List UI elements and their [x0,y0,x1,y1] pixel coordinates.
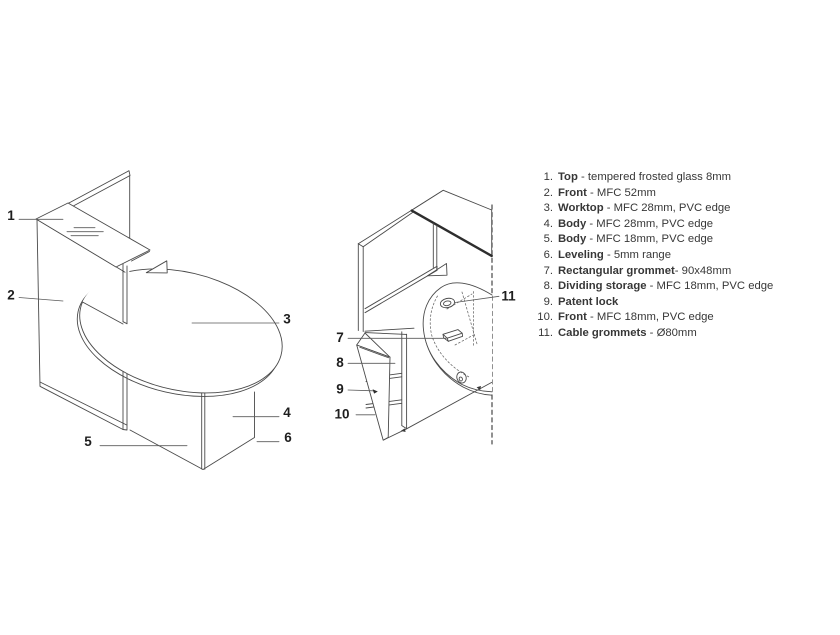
legend-item-desc: - MFC 18mm, PVC edge [646,280,774,293]
legend-item-number: 1. [543,171,553,183]
corner-mark-icon [476,386,481,391]
legend-item: 6. Leveling - 5mm range [527,248,827,264]
legend-item-number: 6. [543,248,553,261]
legend-item-desc: - MFC 28mm, PVC edge [586,217,714,230]
callout-10: 10 [334,406,349,421]
legend-item-desc: - Ø80mm [646,326,697,339]
glass-hatch-icon [66,227,104,237]
legend-item-name: Front [558,186,587,199]
legend-item-desc: - MFC 28mm, PVC edge [603,202,731,215]
legend-item-name: Patent lock [558,295,619,308]
legend-item-name: Body [558,233,587,246]
callout-9: 9 [336,382,344,397]
callout-6: 6 [284,430,292,445]
callout-2: 2 [7,288,15,303]
callout-11: 11 [501,289,516,304]
glass-edge-thick-line [410,209,493,258]
callout-1: 1 [7,208,15,223]
legend-item-name: Body [558,217,587,230]
legend-item-number: 4. [543,217,553,230]
legend-item: 11. Cable grommets - Ø80mm [527,326,827,342]
oval-worktop [76,268,283,397]
glass-top-section [410,189,493,258]
legend-item-desc: - MFC 18mm, PVC edge [586,233,714,246]
legend-item-number: 3. [543,202,553,215]
legend-item-number: 5. [543,233,553,246]
legend-item: 2. Front - MFC 52mm [527,186,827,202]
legend-item-number: 2. [543,186,553,199]
counter-back-edge [364,265,438,314]
callout-4: 4 [283,405,291,420]
legend-item: 7. Rectangular grommet- 90x48mm [527,264,827,280]
legend-item-number: 9. [543,295,553,308]
legend-item-name: Cable grommets [558,326,647,339]
legend-item-name: Front [558,311,587,324]
leader-lines-middle [347,295,500,416]
corner-mark-icon [400,428,406,432]
legend-item-desc: - tempered frosted glass 8mm [577,171,732,183]
legend-item-name: Rectangular grommet [558,264,675,277]
worktop-section-oval [422,282,493,396]
legend-item-number: 7. [543,264,553,277]
callout-5: 5 [84,434,92,449]
legend-item-desc: - 5mm range [603,248,672,261]
parts-legend: 1. Top - tempered frosted glass 8mm 2. Fro… [527,170,827,342]
legend-item: 4. Body - MFC 28mm, PVC edge [527,217,827,233]
legend-item: 5. Body - MFC 18mm, PVC edge [527,232,827,248]
section-view-drawing: 7 8 9 10 11 [334,189,516,445]
legend-item: 9. Patent lock [527,295,827,311]
cable-grommet [439,297,456,309]
open-door [356,332,391,441]
legend-item: 1. Top - tempered frosted glass 8mm [527,170,827,186]
support-bracket [145,260,168,274]
legend-item-name: Leveling [558,248,604,261]
glass-top [35,202,151,268]
panel-edge-through-slot [122,263,128,325]
worktop-cut-edge [82,301,124,325]
legend-item-desc: - MFC 18mm, PVC edge [586,311,714,324]
legend-item-number: 10. [537,311,553,324]
leader-lines-left [18,218,280,447]
callout-7: 7 [336,330,344,345]
legend-item-name: Worktop [558,202,604,215]
callout-8: 8 [336,355,344,370]
legend-item-number: 8. [543,280,553,293]
legend-item: 8. Dividing storage - MFC 18mm, PVC edge [527,279,827,295]
front-view-drawing: 1 2 3 4 5 6 [7,170,292,470]
legend-item-desc: - MFC 52mm [586,186,656,199]
leader-arrowhead-icon [372,389,378,394]
legend-item-desc: - 90x48mm [674,264,732,277]
legend-item: 3. Worktop - MFC 28mm, PVC edge [527,201,827,217]
callout-3: 3 [283,312,291,327]
legend-item: 10. Front - MFC 18mm, PVC edge [527,310,827,326]
legend-item-name: Top [558,171,578,183]
lock-circle [456,371,467,384]
rectangular-grommet [442,329,464,342]
legend-item-name: Dividing storage [558,280,647,293]
pedestal [129,389,255,470]
legend-item-number: 11. [538,326,553,339]
